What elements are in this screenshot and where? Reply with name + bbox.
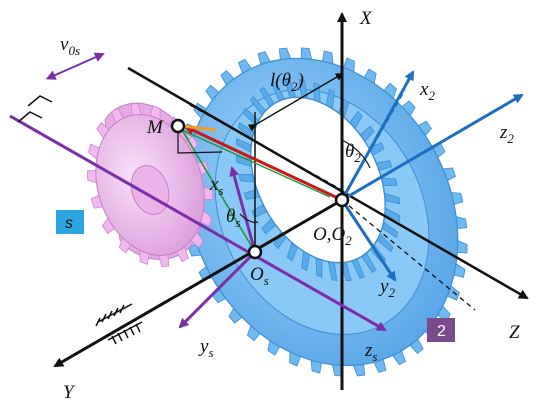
label-ys: ys	[198, 336, 214, 360]
box-s-label: s	[65, 215, 73, 232]
theta2-arc	[341, 139, 371, 169]
label-zs: zs	[364, 340, 377, 364]
O-dashed-line	[341, 199, 476, 311]
label-y2: y2	[378, 276, 395, 300]
green-vector	[181, 129, 256, 253]
ys-axis	[178, 250, 257, 329]
gear-tooth	[158, 254, 170, 268]
label-Z: Z	[509, 322, 520, 343]
bearing-symbol-left	[17, 95, 53, 123]
label-x2: x2	[419, 79, 435, 103]
y2-axis	[340, 199, 397, 282]
gear-tooth	[352, 363, 366, 377]
gear-tooth	[313, 82, 321, 103]
point-Os	[247, 244, 263, 260]
M-projection	[177, 126, 223, 154]
label-X: X	[359, 8, 373, 29]
Z-axis-dashed	[189, 104, 343, 191]
label-z2: z2	[499, 122, 514, 146]
label-l-theta2: l(θ2)	[270, 70, 304, 94]
z2-axis	[341, 93, 524, 202]
label-v0s: v0s	[60, 34, 80, 58]
red-vector	[184, 125, 343, 202]
label-Y: Y	[63, 382, 76, 403]
label-xs: xs	[209, 174, 224, 198]
Y-axis	[53, 198, 343, 368]
box-2-label: 2	[437, 323, 446, 340]
thetas-arc	[239, 213, 259, 223]
label-O-O2: O,O2	[313, 224, 352, 248]
gear-tooth	[86, 170, 97, 184]
gear-tooth	[315, 257, 323, 278]
green-vector-2	[181, 129, 331, 198]
xs-axis	[229, 166, 257, 253]
spur-pinion	[86, 102, 214, 268]
label-Os: Os	[250, 264, 269, 288]
v0s-arrow	[45, 52, 105, 80]
l-dimension-line	[247, 72, 344, 132]
label-thetas: θs	[226, 206, 240, 230]
gear-tooth	[456, 239, 468, 254]
point-O	[334, 192, 350, 208]
bearing-symbol-bottom	[95, 303, 143, 345]
orange-vector	[181, 124, 217, 132]
point-M	[170, 118, 186, 134]
label-theta2: θ2	[345, 141, 361, 165]
x2-axis	[340, 70, 415, 201]
label-M: M	[146, 117, 164, 138]
box-s	[56, 210, 84, 234]
gear-tooth	[278, 47, 292, 61]
box-2	[427, 318, 455, 342]
Z-axis	[127, 66, 529, 300]
gear-tooth	[300, 47, 313, 60]
pinion-axis	[9, 114, 387, 332]
